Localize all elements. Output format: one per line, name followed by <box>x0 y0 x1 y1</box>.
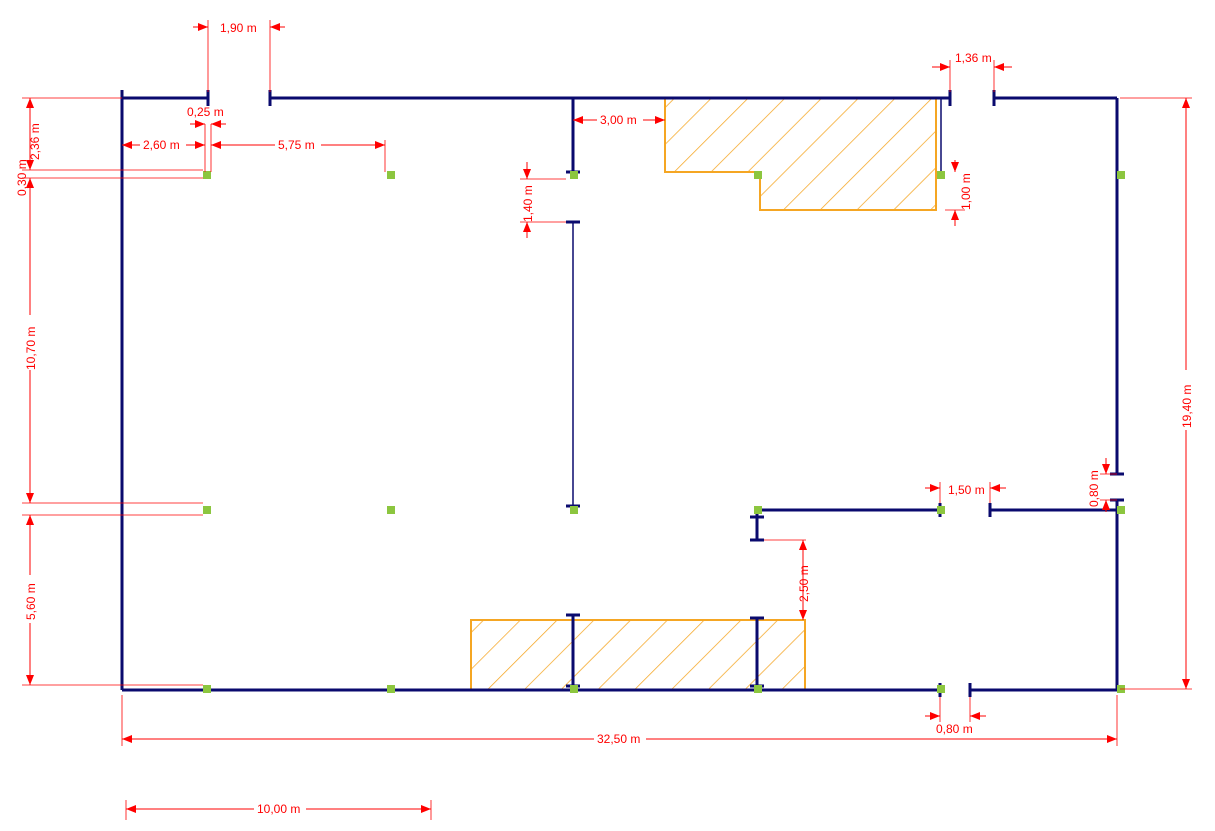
hatched-zone-bottom <box>470 619 806 691</box>
walls <box>120 96 1119 692</box>
dim-label-5-75: 5,75 m <box>278 138 315 152</box>
dim-label-5-60: 5,60 m <box>24 583 38 620</box>
dim-label-0-80-bottom: 0,80 m <box>936 722 973 736</box>
wall-caps <box>120 90 1124 697</box>
dim-label-10-70: 10,70 m <box>24 327 38 370</box>
dimension-labels: 1,90 m 1,36 m 0,25 m 2,60 m 5,75 m 3,00 … <box>15 21 1194 816</box>
dim-label-2-36: 2,36 m <box>28 123 42 160</box>
dim-label-1-36: 1,36 m <box>955 51 992 65</box>
dim-label-19-40: 19,40 m <box>1180 385 1194 428</box>
columns <box>203 171 1125 693</box>
scale-bar-label: 10,00 m <box>257 802 300 816</box>
dim-label-32-50: 32,50 m <box>597 732 640 746</box>
dim-label-3-00: 3,00 m <box>600 113 637 127</box>
hatched-zone-top <box>664 97 937 211</box>
dim-label-0-25: 0,25 m <box>187 105 224 119</box>
dim-label-2-50: 2,50 m <box>797 565 811 602</box>
dim-label-0-30: 0,30 m <box>15 159 29 196</box>
dim-label-0-80-right: 0,80 m <box>1087 470 1101 507</box>
dim-label-1-40: 1,40 m <box>521 185 535 222</box>
dim-label-1-50: 1,50 m <box>948 483 985 497</box>
dimension-lines <box>22 20 1192 820</box>
dim-label-1-00: 1,00 m <box>959 173 973 210</box>
dim-label-2-60: 2,60 m <box>143 138 180 152</box>
dim-label-1-90: 1,90 m <box>220 21 257 35</box>
